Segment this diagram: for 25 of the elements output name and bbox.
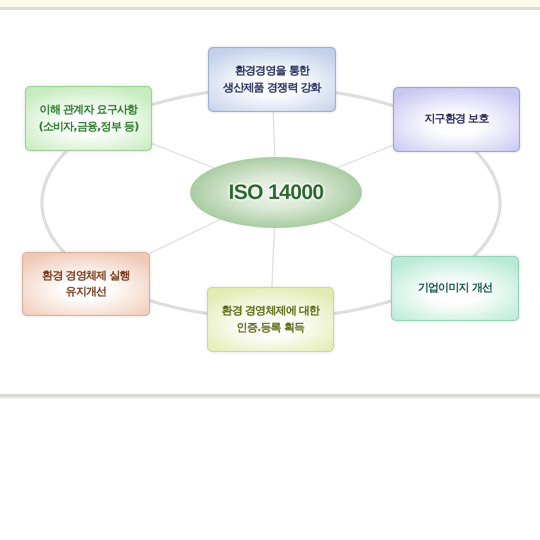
connector-line [151, 142, 214, 169]
rounded-box [207, 287, 334, 352]
rounded-box [391, 256, 519, 321]
box-label: 환경경영을 통한 생산제품 경쟁력 강화 [222, 63, 322, 96]
rounded-box [208, 47, 336, 112]
ring-arc [40, 149, 68, 254]
center-label: ISO 14000 [228, 180, 324, 204]
rounded-box [25, 86, 152, 151]
ring-arc [332, 299, 393, 316]
ring-arc [472, 150, 502, 258]
connector-line [328, 220, 395, 257]
box-label: 환경 경영체제 실행 유지개선 [41, 268, 131, 300]
connector-line [271, 227, 276, 288]
ring-arc [148, 299, 208, 315]
box-label: 환경 경영체제에 대한 인증.등록 획득 [220, 303, 321, 336]
connector-line [149, 218, 221, 254]
box-label: 이해 관계자 요구사항 (소비자,금융,정부 등) [38, 102, 140, 134]
connector-line [272, 111, 276, 158]
connector-line [336, 144, 394, 168]
box-label: 기업이미지 개선 [418, 280, 492, 296]
ring-arc [334, 91, 394, 108]
box-label: 지구환경 보호 [424, 111, 489, 128]
rounded-box [22, 252, 150, 316]
ring-arc [150, 90, 210, 106]
rounded-box [393, 87, 520, 152]
